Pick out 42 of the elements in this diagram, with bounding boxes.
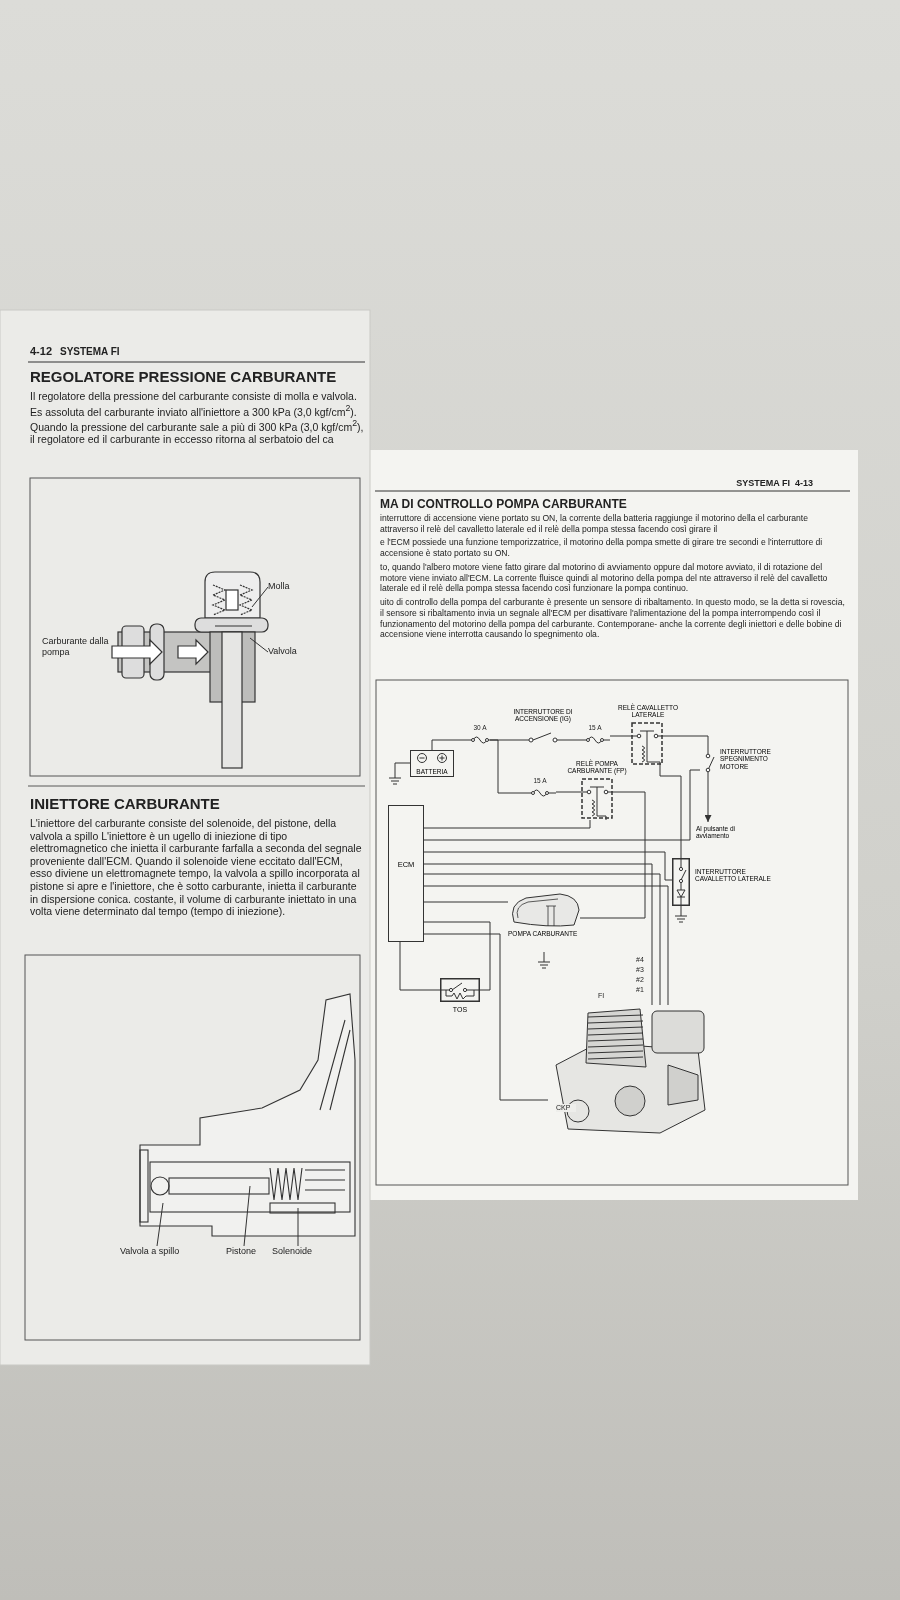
wire xyxy=(579,791,646,919)
page-number: 4-12 xyxy=(30,345,54,359)
wire xyxy=(423,933,549,1101)
wire xyxy=(423,851,673,881)
section-heading: REGOLATORE PRESSIONE CARBURANTE xyxy=(30,368,338,386)
running-header: SYSTEMA FI xyxy=(735,478,790,489)
wire xyxy=(659,765,682,859)
callout-label: Molla xyxy=(268,581,290,591)
callout-label: Solenoide xyxy=(272,1246,313,1256)
callout-label: Valvola a spillo xyxy=(120,1246,180,1256)
wire xyxy=(431,739,471,751)
callout-label: Carburante dalla pompa xyxy=(42,636,110,658)
section-heading: INIETTORE CARBURANTE xyxy=(30,795,221,813)
leader-line xyxy=(297,1207,299,1247)
section-heading: MA DI CONTROLLO POMPA CARBURANTE xyxy=(380,497,628,512)
running-header: SYSTEMA FI xyxy=(60,346,121,358)
callout-label: Valvola xyxy=(268,646,297,656)
body-paragraph: L'iniettore del carburante consiste del solenoide, del pistone, della valvola a spillo L'iniettore è un ugello di iniezione di tipo elettromagnetico che inietta il carburante farfalla a seconda del segnale proveniente dall'ECM. Quando il solenoide viene eccitato dall'ECM, esso diviene un elettromagnete tempo, la valvola a spillo incorporata al pistone si apre e l'iniettore, che è sotto carburante, inietta il carburante in dispersione conica. costante, il volume di carburante iniettato in una volta viene determinato dal tempo (tempo di iniezione). xyxy=(30,817,363,918)
wire xyxy=(549,792,557,794)
wire xyxy=(423,819,591,829)
wire xyxy=(489,739,531,794)
wire xyxy=(423,921,491,991)
body-paragraph: uito di controllo della pompa del carburante è presente un sensore di ribaltamento. In questo modo, se la detta si rovescia, il sensore si ribaltamento invia un segnale all'ECM per disattivare l'alimentazione del la pompa interrompendo così il funzionamento del motorino della pompa del carburante. Contemporane- anche la corrente degli iniettori e delle bobine di accensione viene interrotta causando lo spegnimento ola. xyxy=(380,597,845,641)
callout-label: Pistone xyxy=(226,1246,257,1256)
leader-line xyxy=(243,1185,251,1247)
battery-box xyxy=(410,750,454,777)
body-paragraph: interruttore di accensione viene portato su ON, la corrente della batteria raggiunge il motorino della el carburante attraverso il relè del cavalletto laterale ed il relè della pompa stessa facendo così girare il xyxy=(380,513,810,535)
leader-line xyxy=(249,637,269,653)
body-paragraph: e l'ECM possiede una funzione temporizzatrice, il motorino della pompa smette di girare tre secondi e l'interruttore di accensione è stato portato su ON. xyxy=(380,537,824,559)
wire xyxy=(580,739,586,741)
body-paragraph: to, quando l'albero motore viene fatto girare dal motorino di avviamento oppure dal motore avviato, il di rotazione del motore viene inviato all'ECM. La corrente fluisce quindi al motorino della pompa del nte attraverso il relè del cavalletto laterale ed il relè della pompa stessa facendo così funzionare la pompa continuo. xyxy=(380,561,829,595)
wire xyxy=(604,739,611,741)
wire xyxy=(399,941,441,991)
arrow xyxy=(704,777,712,823)
body-paragraph: Il regolatore della pressione del carburante consiste di molla e valvola. Es assoluta del carburante inviato all'iniettore a 300 kPa (3,0 kgf/cm$^{2}$). Quando la pressione del carburante sale a più di 300 kPa (3,0 kgf/cm$^{2}$), il regolatore ed il carburante in eccesso ritorna al serbatoio del ca xyxy=(30,390,365,446)
leader-line xyxy=(251,586,269,608)
leader-line xyxy=(156,1202,164,1247)
wire xyxy=(423,901,509,903)
page-number: 4-13 xyxy=(795,478,814,489)
wire xyxy=(423,769,701,841)
wire xyxy=(685,735,709,749)
ecm-box xyxy=(388,805,424,942)
